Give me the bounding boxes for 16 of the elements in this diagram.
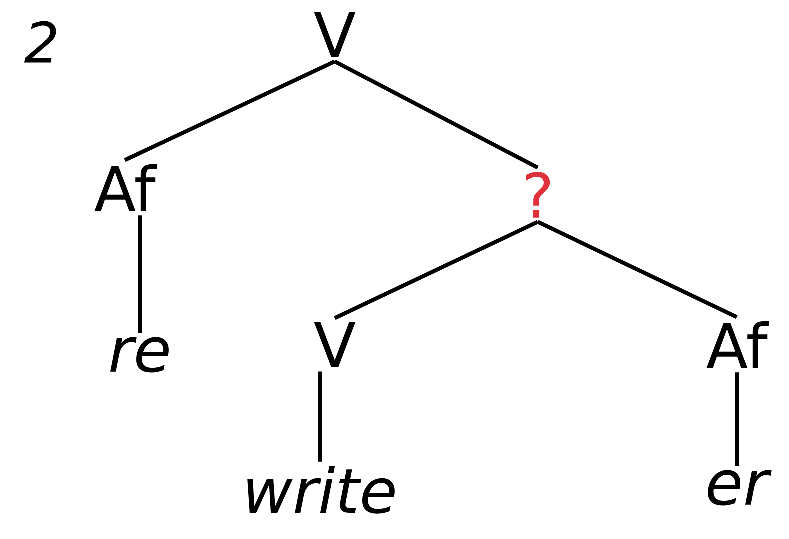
question-mark: ?	[526, 172, 550, 218]
category-label: Af	[706, 322, 770, 368]
word-label: re	[110, 337, 169, 373]
figure-number: 2	[24, 21, 56, 63]
tree-branch	[318, 372, 322, 462]
tree-branch	[537, 220, 738, 320]
category-label: V	[314, 322, 356, 368]
tree-branch	[124, 60, 336, 162]
tree-branch	[334, 60, 539, 170]
tree-branch	[334, 220, 539, 320]
word-label: er	[708, 470, 772, 506]
category-label: Af	[94, 164, 158, 212]
word-label: write	[248, 466, 395, 514]
tree-branch	[138, 216, 142, 334]
tree-branch	[735, 372, 739, 466]
category-label: V	[314, 12, 356, 58]
